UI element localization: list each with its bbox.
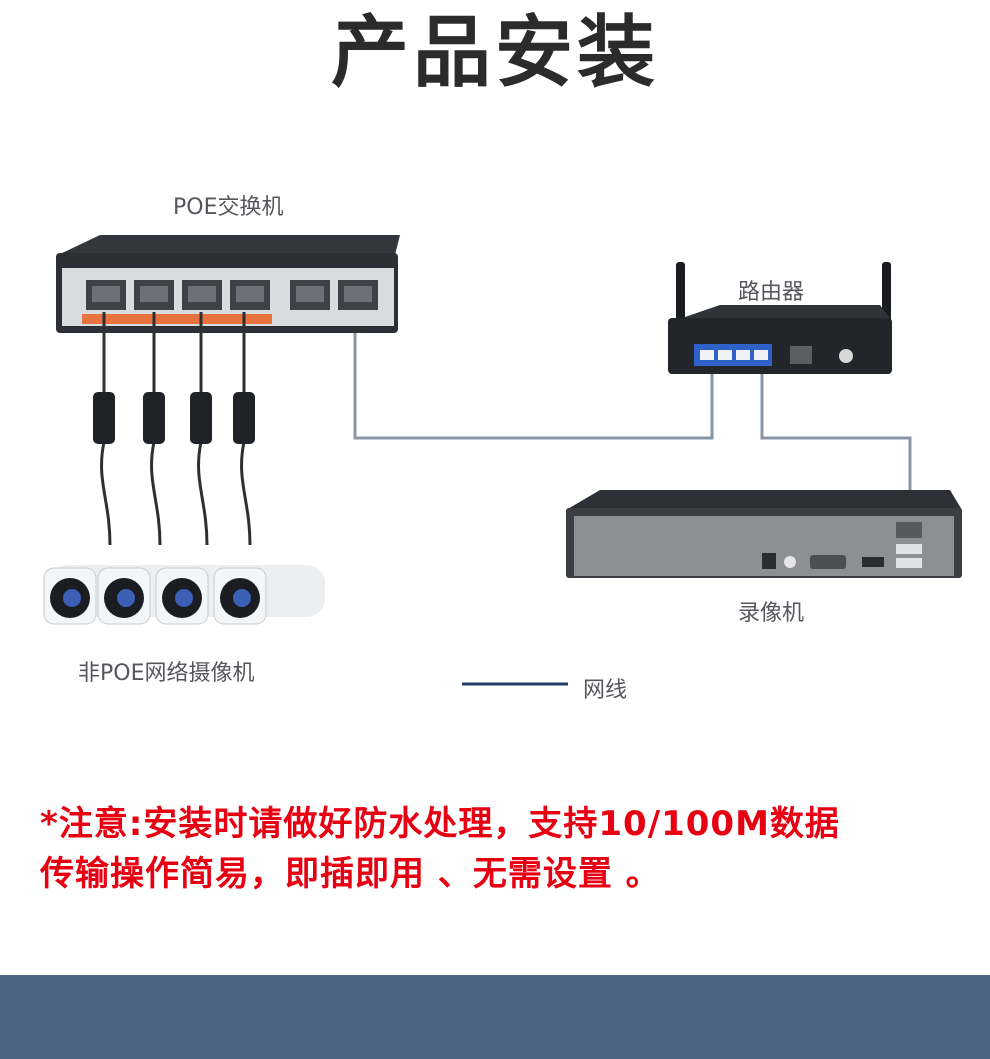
footer-band [0, 975, 990, 1059]
note-line-1: *注意:安装时请做好防水处理，支持10/100M数据 [40, 796, 840, 845]
cameras-label: 非POE网络摄像机 [78, 655, 254, 687]
note-line-2: 传输操作简易，即插即用 、无需设置 。 [40, 846, 661, 895]
nvr-label: 录像机 [738, 595, 804, 627]
nvr-image [566, 490, 962, 578]
poe-splitter-cables [93, 312, 255, 545]
cable-switch-to-router [355, 330, 712, 438]
legend-label: 网线 [583, 672, 627, 704]
poe-switch-image [56, 235, 400, 333]
router-label: 路由器 [738, 274, 804, 306]
poe-switch-label: POE交换机 [173, 189, 283, 221]
camera-group-image [44, 565, 325, 624]
